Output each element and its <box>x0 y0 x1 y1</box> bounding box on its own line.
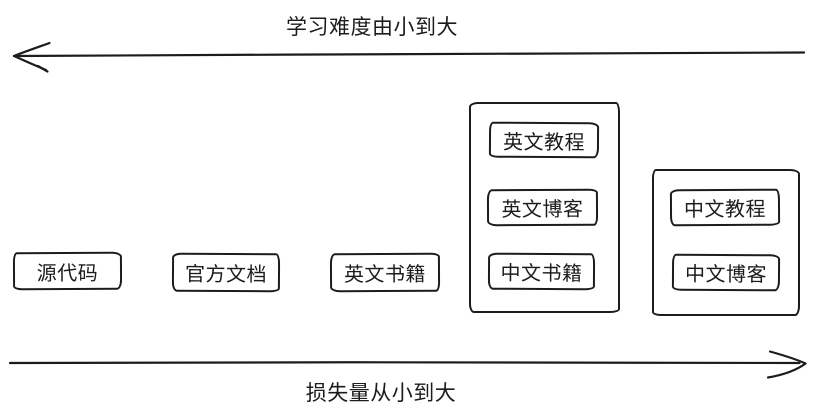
box-english-blogs-label: 英文博客 <box>501 198 584 222</box>
box-english-blogs: 英文博客 <box>486 188 599 227</box>
box-chinese-blogs-label: 中文博客 <box>684 263 768 287</box>
box-english-tutorials-label: 英文教程 <box>502 131 586 154</box>
top-axis-label: 学习难度由小到大 <box>286 16 458 39</box>
left-arrow <box>12 41 806 73</box>
box-english-tutorials: 英文教程 <box>488 121 600 159</box>
group-chinese-resources: 中文教程 中文博客 <box>652 169 800 316</box>
box-chinese-blogs: 中文博客 <box>671 253 781 292</box>
box-official-docs: 官方文档 <box>171 252 281 293</box>
bottom-axis-label: 损失量从小到大 <box>305 382 457 405</box>
box-english-books-label: 英文书籍 <box>343 263 427 287</box>
box-official-docs-label: 官方文档 <box>184 263 268 287</box>
box-chinese-tutorials: 中文教程 <box>669 188 781 227</box>
box-source-code: 源代码 <box>12 251 123 291</box>
box-english-books: 英文书籍 <box>329 252 441 293</box>
box-source-code-label: 源代码 <box>36 262 99 285</box>
right-arrow <box>8 350 807 379</box>
group-english-resources: 英文教程 英文博客 中文书籍 <box>469 102 620 313</box>
box-chinese-books: 中文书籍 <box>487 252 596 291</box>
box-chinese-books-label: 中文书籍 <box>500 262 583 286</box>
box-chinese-tutorials-label: 中文教程 <box>683 198 767 222</box>
